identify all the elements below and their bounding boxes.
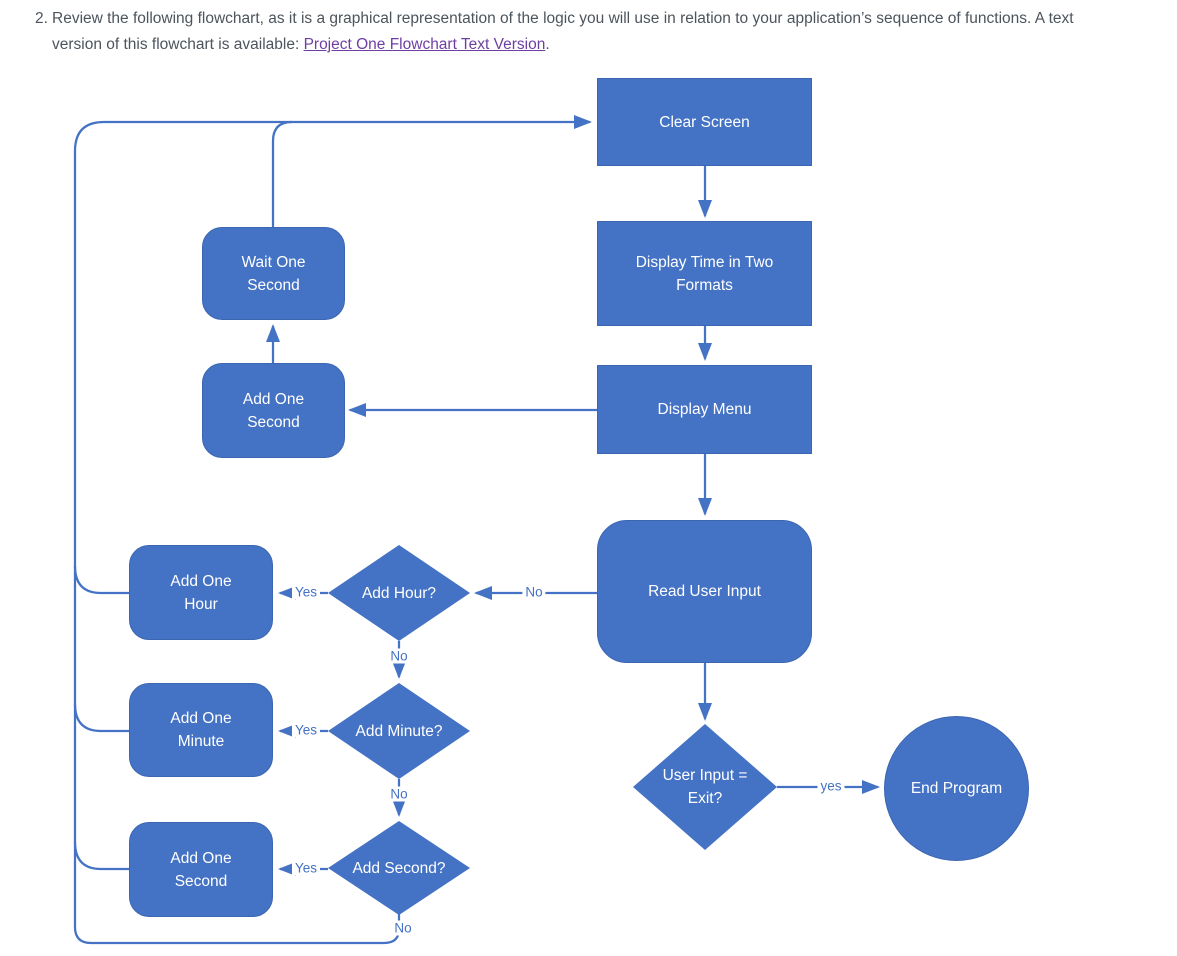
instruction-number: 2. bbox=[35, 10, 48, 27]
instruction-text-before-link: Review the following flowchart, as it is… bbox=[52, 10, 1074, 53]
node-clear-screen: Clear Screen bbox=[597, 78, 812, 166]
edge-label-read-no: No bbox=[522, 584, 546, 600]
edge-label-exit-yes: yes bbox=[817, 778, 845, 794]
edge-addsecond2-to-loop bbox=[73, 841, 129, 871]
node-end-program: End Program bbox=[884, 716, 1029, 861]
edge-label-hour-no: No bbox=[387, 648, 411, 664]
edge-label-hour-yes: Yes bbox=[291, 584, 321, 600]
instruction-text-after-link: . bbox=[545, 36, 550, 53]
edge-label-minute-no: No bbox=[387, 786, 411, 802]
node-display-menu: Display Menu bbox=[597, 365, 812, 454]
edge-addhour-to-loop bbox=[73, 565, 129, 595]
edge-label-second-yes: Yes bbox=[291, 860, 321, 876]
instruction: 2. Review the following flowchart, as it… bbox=[35, 6, 1125, 58]
edge-label-second-no: No bbox=[391, 920, 415, 936]
edge-wait-to-top bbox=[271, 120, 293, 228]
node-read-user-input: Read User Input bbox=[597, 520, 812, 663]
edge-loop-to-clear bbox=[73, 115, 592, 945]
instruction-text: Review the following flowchart, as it is… bbox=[52, 6, 1110, 58]
edge-label-minute-yes: Yes bbox=[291, 722, 321, 738]
flowchart-text-version-link[interactable]: Project One Flowchart Text Version bbox=[303, 36, 546, 53]
edge-addminute-to-loop bbox=[73, 703, 129, 733]
